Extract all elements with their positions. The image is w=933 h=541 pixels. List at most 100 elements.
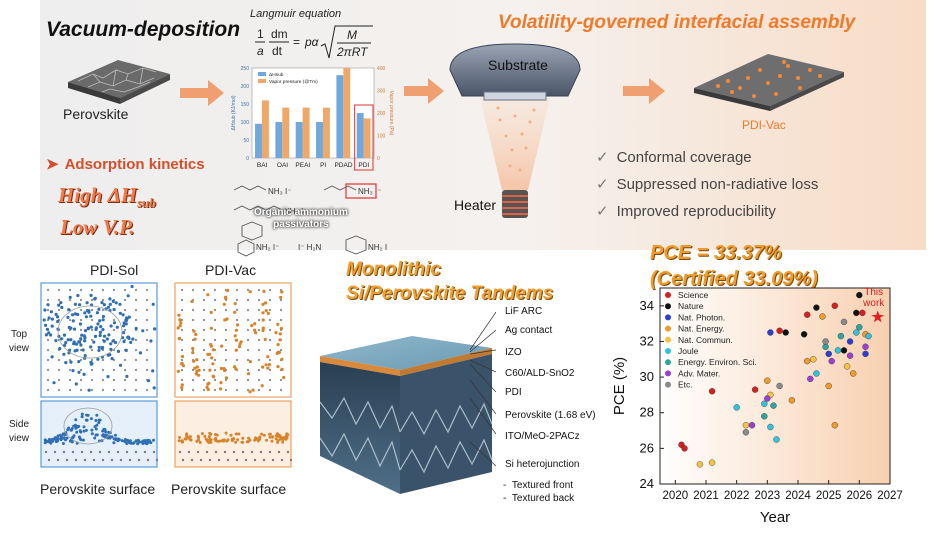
molecule-atom (280, 357, 284, 361)
lattice-atom (134, 308, 138, 312)
molecule-atom (90, 417, 93, 421)
molecule-atom (229, 433, 233, 437)
data-point (837, 332, 845, 340)
lattice-atom (191, 318, 195, 322)
data-point (681, 445, 688, 452)
lattice-atom (68, 368, 72, 372)
molecule-atom (75, 425, 78, 429)
lattice-atom (235, 378, 239, 382)
molecule-atom (45, 439, 49, 443)
lattice-atom (145, 348, 149, 352)
molecule-atom (87, 388, 91, 392)
tandem-title-line-2: Si/Perovskite Tandems (346, 283, 554, 304)
y-tick-label: 24 (640, 476, 654, 491)
lattice-atom (79, 348, 83, 352)
molecule-atom (94, 433, 98, 437)
high-dh-text: High ΔH (58, 183, 138, 207)
molecule-atom (78, 303, 82, 307)
data-point (813, 304, 820, 311)
molecule-atom (47, 331, 51, 335)
lattice-atom (235, 318, 239, 322)
data-point (751, 386, 759, 393)
lattice-atom (180, 308, 184, 312)
molecule-atom (69, 326, 73, 330)
lattice-atom (244, 458, 248, 462)
perovskite-label: Perovskite (63, 106, 129, 122)
lattice-atom (112, 388, 116, 392)
legend-label: Nature (678, 301, 704, 311)
passivator-molecules-graphic: NH₃ I⁻ NH₃ I⁻ NH₃ I⁻ NH₂ I⁻ I⁻ H₂N NH₂ I… (233, 183, 388, 257)
molecule-atom (60, 436, 64, 440)
molecule-atom (124, 318, 128, 323)
molecule-atom (152, 386, 156, 390)
lattice-atom (90, 308, 94, 312)
molecule-atom (121, 313, 125, 317)
molecule-atom (124, 316, 129, 320)
inset-bar-vp (322, 107, 330, 158)
svg-text:NH₃ I⁻: NH₃ I⁻ (268, 187, 291, 196)
lattice-atom (112, 368, 116, 372)
svg-text:I⁻ H₂N: I⁻ H₂N (298, 243, 322, 252)
lattice-atom (180, 288, 184, 292)
x-tick-label: 2024 (785, 490, 811, 502)
svg-text:dm: dm (271, 27, 288, 41)
molecule-atom (209, 438, 213, 442)
lattice-atom (46, 358, 50, 362)
molecule-atom (84, 428, 88, 432)
lattice-atom (180, 368, 184, 372)
data-point (865, 332, 872, 340)
molecule-atom (264, 363, 268, 367)
molecule-atom (134, 439, 138, 443)
molecule-atom (74, 418, 78, 422)
molecule-atom (141, 442, 145, 445)
lattice-atom (289, 458, 292, 462)
molecule-atom (188, 435, 192, 439)
molecule-atom (85, 301, 89, 305)
x-tick-label: 2022 (724, 490, 750, 502)
lattice-atom (191, 288, 195, 292)
lattice-atom (145, 318, 149, 322)
molecule-atom (101, 318, 105, 322)
molecule-atom (77, 340, 81, 344)
lattice-atom (123, 328, 127, 332)
molecule-atom (207, 381, 211, 385)
inset-left-tick: 150 (241, 102, 250, 108)
molecule-atom (106, 434, 109, 438)
data-point (708, 388, 716, 395)
molecule-atom (270, 439, 274, 443)
this-work-label: work (862, 298, 885, 309)
lattice-atom (68, 318, 72, 322)
molecule-atom (42, 318, 46, 322)
lattice-atom (279, 388, 283, 392)
lattice-atom (268, 288, 272, 292)
lattice-atom (268, 388, 272, 392)
lattice-atom (123, 388, 127, 392)
data-point (831, 302, 839, 309)
lattice-atom (57, 288, 61, 292)
vacuum-deposition-title: Vacuum-deposition (46, 18, 241, 41)
molecule-atom (183, 437, 187, 441)
data-point (803, 357, 811, 365)
molecule-atom (75, 430, 79, 434)
snapshot-frame (40, 400, 158, 468)
molecule-atom (268, 435, 272, 439)
molecule-atom (111, 299, 115, 303)
molecule-atom (281, 440, 285, 444)
lattice-atom (123, 368, 127, 372)
this-work-star-icon (871, 310, 884, 323)
lattice-atom (79, 298, 83, 302)
lattice-atom (57, 298, 61, 302)
substrate-label: Substrate (488, 57, 548, 73)
svg-text:dt: dt (272, 44, 283, 58)
surface-label-vac: Perovskite surface (171, 481, 287, 497)
molecule-atom (108, 302, 112, 306)
lattice-atom (101, 458, 105, 462)
lattice-atom (134, 338, 138, 342)
data-point (803, 311, 811, 318)
molecule-atom (275, 432, 279, 436)
legend-label: Joule (678, 346, 699, 356)
lattice-atom (134, 298, 138, 302)
benefit-item-3: ✓Improved reproducibility (596, 202, 776, 220)
